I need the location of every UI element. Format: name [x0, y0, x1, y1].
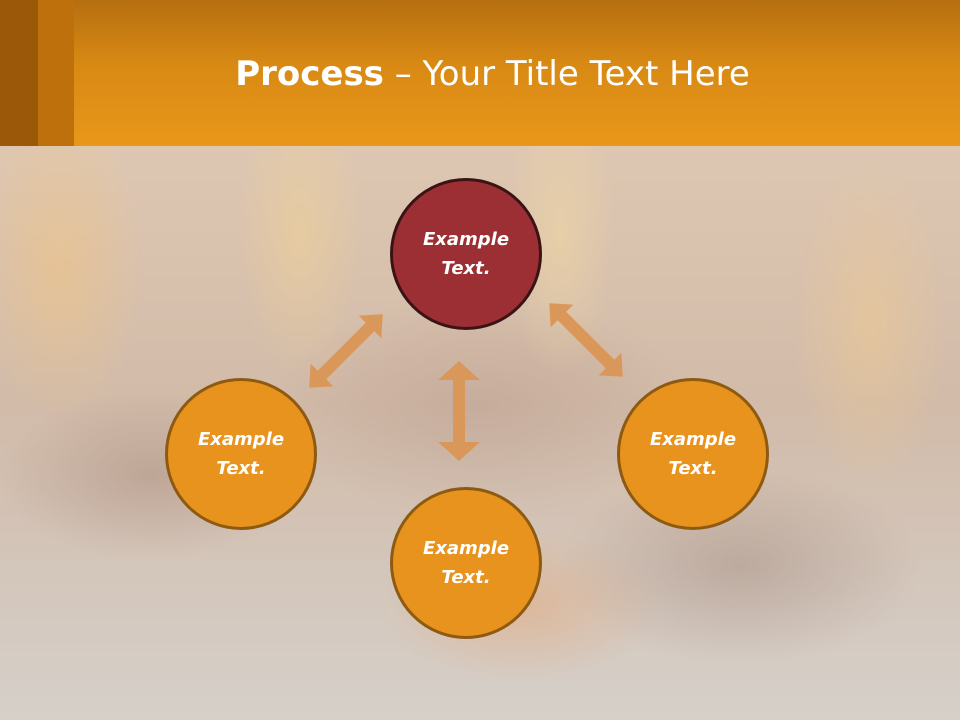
- node-right-label: Example Text.: [649, 429, 737, 479]
- double-arrow-left-diagonal: [309, 314, 383, 388]
- process-node-bottom[interactable]: Example Text.: [390, 487, 542, 639]
- process-node-left[interactable]: Example Text.: [165, 378, 317, 530]
- node-bottom-label: Example Text.: [422, 538, 510, 588]
- double-arrow-vertical: [438, 361, 480, 461]
- node-top-label: Example Text.: [422, 229, 510, 279]
- process-node-right[interactable]: Example Text.: [617, 378, 769, 530]
- slide-title[interactable]: Process – Your Title Text Here: [0, 48, 960, 100]
- process-node-top[interactable]: Example Text.: [390, 178, 542, 330]
- header-accent-dark: [0, 0, 38, 146]
- header-bar: [0, 0, 960, 146]
- node-left-label: Example Text.: [197, 429, 285, 479]
- title-regular-part: – Your Title Text Here: [383, 54, 750, 94]
- header-accent-mid: [38, 0, 74, 146]
- double-arrow-right-diagonal: [549, 303, 623, 377]
- title-bold-part: Process: [235, 54, 384, 94]
